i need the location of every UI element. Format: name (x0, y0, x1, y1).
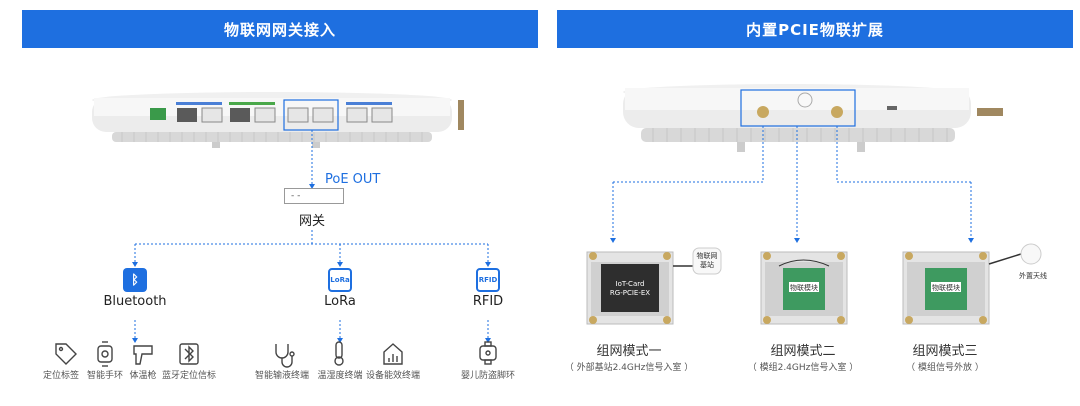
protocol-rfid: RFID (472, 294, 504, 309)
pcie-module-1 (586, 247, 722, 325)
thermometer-gun-icon (133, 345, 153, 365)
connector-lines (134, 130, 489, 338)
pcie-diagram: 物联网 基站 IoT-Card RG-PCIE-EX 物联模块 物联模块 外置天… (557, 48, 1073, 400)
device-label: 婴儿防盗脚环 (460, 371, 515, 381)
panel-title-pcie: 内置PCIE物联扩展 (557, 10, 1073, 48)
mode-title-3: 组网模式三 (912, 344, 978, 359)
bluetooth-beacon-icon (179, 343, 199, 365)
tag-icon (55, 343, 77, 365)
module-label-2: 物联模块 (790, 284, 818, 292)
module-label-3: 物联模块 (932, 284, 960, 292)
poe-out-label: PoE OUT (325, 172, 381, 187)
gateway-diagram-svg (55, 92, 497, 368)
stethoscope-icon (275, 344, 295, 368)
mode-title-2: 组网模式二 (770, 344, 836, 359)
pcie-module-2 (760, 251, 848, 325)
mode-subtitle-2: （ 模组2.4GHz信号入室 ） (747, 363, 859, 373)
protocol-bluetooth: Bluetooth (103, 294, 167, 309)
gateway-diagram: PoE OUT - - 网关 ᛒ Bluetooth LoRa LoRa RFI… (22, 48, 538, 400)
baby-anklet-icon (479, 341, 497, 365)
thermometer-icon (334, 341, 344, 366)
iot-card-text: IoT-Card RG-PCIE-EX (609, 280, 651, 297)
device-label: 蓝牙定位信标 (161, 371, 216, 381)
ap-device-pcie (623, 84, 1003, 152)
panel-pcie-expansion: 内置PCIE物联扩展 (557, 10, 1073, 400)
wristband-icon (97, 341, 113, 367)
device-label: 定位标签 (42, 371, 79, 381)
external-antenna-tag: 外置天线 (1019, 272, 1047, 280)
pcie-connectors (612, 126, 972, 238)
device-label: 智能手环 (86, 371, 123, 381)
device-label: 体温枪 (129, 371, 157, 381)
energy-meter-icon (383, 343, 403, 365)
bluetooth-icon: ᛒ (123, 268, 147, 292)
gateway-label: 网关 (298, 214, 325, 229)
device-label: 设备能效终端 (365, 371, 420, 381)
ap-device (92, 92, 464, 148)
gateway-box: - - (284, 188, 344, 204)
panel-gateway-access: 物联网网关接入 (22, 10, 538, 400)
protocol-lora: LoRa (324, 294, 356, 309)
mode-subtitle-1: （ 外部基站2.4GHz信号入室 ） (564, 363, 694, 373)
mode-title-1: 组网模式一 (596, 344, 662, 359)
device-label: 温湿度终端 (317, 371, 363, 381)
pcie-module-3 (902, 243, 1042, 325)
rfid-icon: RFID (476, 268, 500, 292)
mode-subtitle-3: （ 模组信号外放 ） (906, 363, 984, 373)
iot-base-station-tag: 物联网 基站 (696, 252, 718, 269)
pcie-diagram-svg (586, 84, 1042, 325)
device-label: 智能输液终端 (254, 371, 309, 381)
panel-title-gateway: 物联网网关接入 (22, 10, 538, 48)
lora-icon: LoRa (328, 268, 352, 292)
